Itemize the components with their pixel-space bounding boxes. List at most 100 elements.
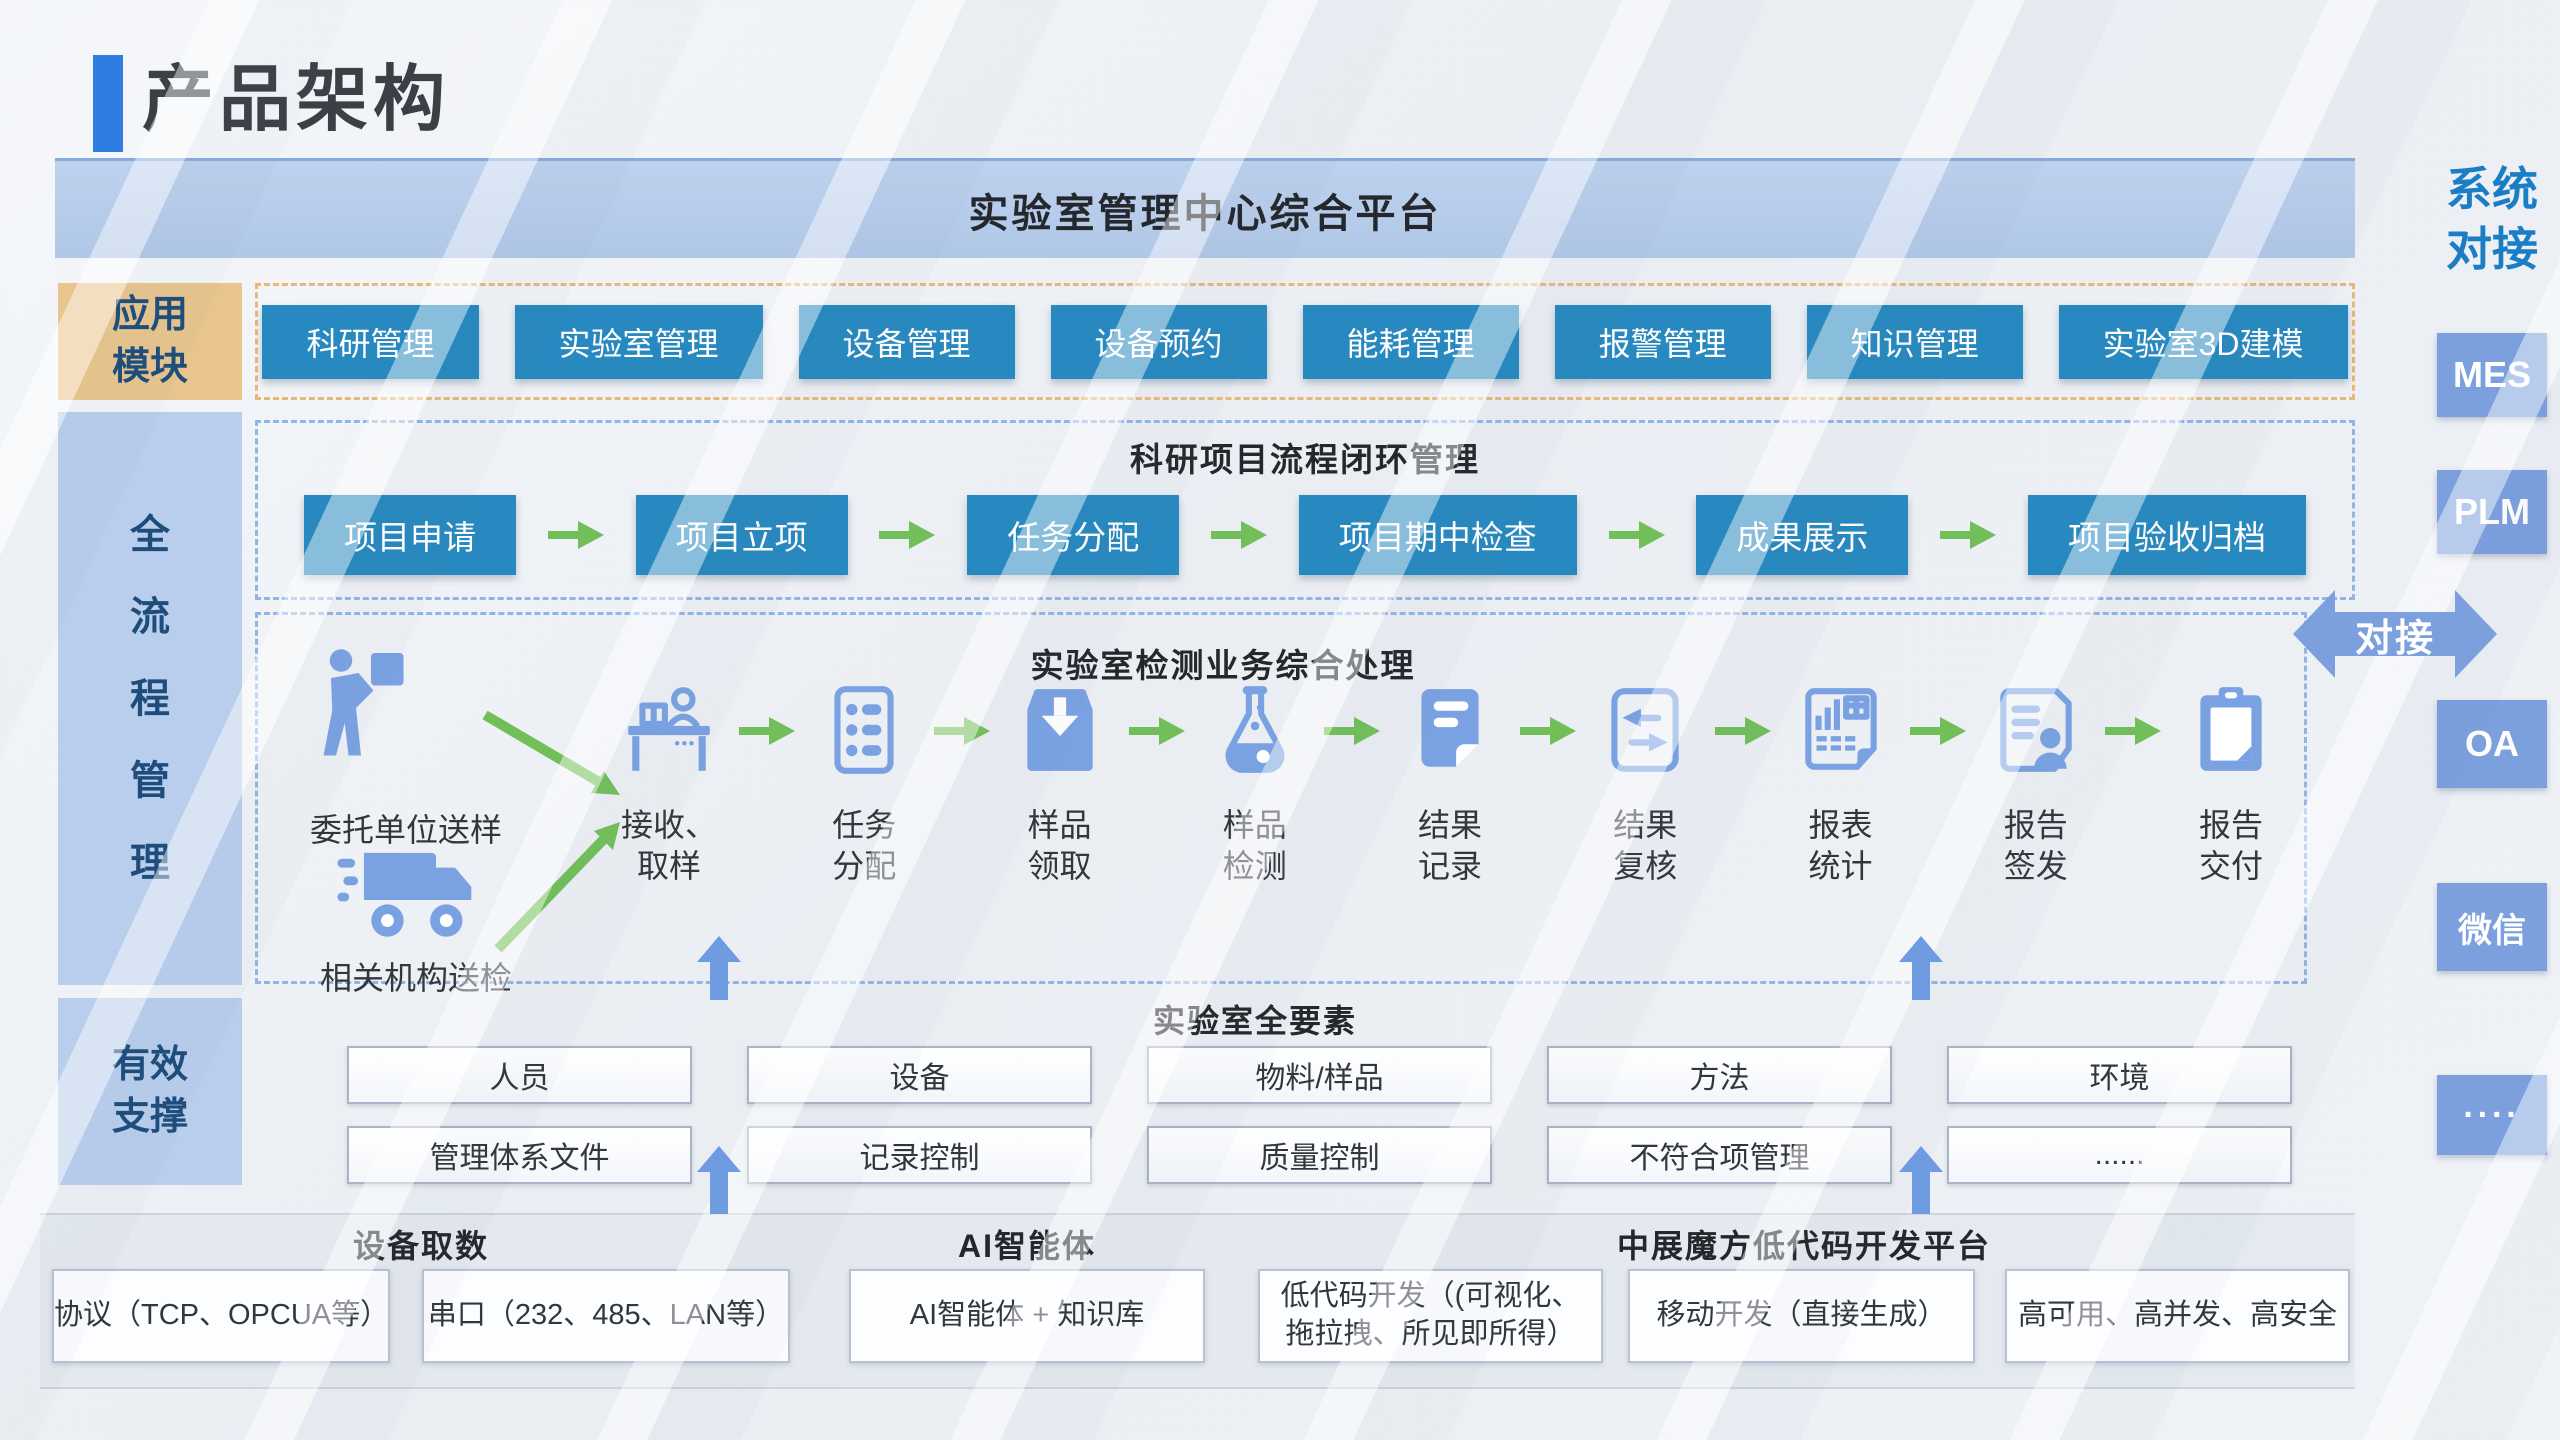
foundation-title-ai-agent: AI智能体	[957, 1228, 1096, 1264]
flow-arrow-icon	[2105, 717, 2162, 745]
detection-flow-panel: 实验室检测业务综合处理 委托单位送样 相关机构送检	[255, 612, 2307, 996]
flow-arrow-icon	[1210, 521, 1267, 549]
flow-step-results: 成果展示	[1696, 495, 1909, 575]
element-record-control: 记录控制	[747, 1126, 1092, 1184]
flow-step-apply: 项目申请	[304, 495, 516, 575]
app-modules-panel: 科研管理 实验室管理 设备管理 设备预约 能耗管理 报警管理 知识管理 实验室3…	[255, 283, 2355, 400]
up-arrow-icon	[1899, 936, 1943, 1000]
flow-arrow-icon	[933, 717, 990, 745]
system-wechat: 微信	[2437, 883, 2547, 971]
step-label: 样品 领取	[1027, 807, 1092, 884]
step-label: 报表 统计	[1808, 807, 1873, 884]
source-client-label: 委托单位送样	[309, 812, 502, 848]
foundation-band: 设备取数 AI智能体 中展魔方低代码开发平台 协议（TCP、OPCUA等） 串口…	[40, 1213, 2355, 1389]
flow-arrow-icon	[879, 521, 936, 549]
detection-step: 报告 交付	[2170, 681, 2292, 887]
element-quality-control: 质量控制	[1147, 1126, 1492, 1184]
detection-step: 结果 复核	[1584, 681, 1706, 887]
source-agency-label: 相关机构送检	[319, 960, 512, 996]
detection-step: 任务 分配	[803, 681, 925, 887]
integration-arrow-label: 对接	[2354, 617, 2435, 660]
flow-step-setup: 项目立项	[635, 495, 848, 575]
converging-arrows-icon	[482, 710, 620, 953]
detection-step: 样品 领取	[999, 681, 1121, 887]
lab-elements-grid: 人员 设备 物料/样品 方法 环境 管理体系文件 记录控制 质量控制 不符合项管…	[347, 1046, 2292, 1184]
element-environment: 环境	[1947, 1046, 2292, 1104]
research-flow-panel: 科研项目流程闭环管理 项目申请 项目立项 任务分配 项目期中检查 成果展示 项目…	[255, 420, 2355, 600]
app-module-booking: 设备预约	[1050, 304, 1267, 379]
foundation-box-ai-knowledge: AI智能体 + 知识库	[849, 1269, 1205, 1363]
app-module-research: 科研管理	[262, 304, 479, 379]
rail-app-modules: 应用 模块	[58, 283, 242, 400]
app-module-alarm: 报警管理	[1554, 304, 1771, 379]
flow-arrow-icon	[1608, 521, 1665, 549]
flask-icon	[1225, 686, 1285, 773]
foundation-title-lowcode: 中展魔方低代码开发平台	[1616, 1228, 1991, 1264]
system-oa: OA	[2437, 700, 2547, 788]
foundation-box-lowcode-dev: 低代码开发（(可视化、 拖拉拽、所见即所得）	[1258, 1269, 1603, 1363]
flow-arrow-icon	[1714, 717, 1771, 745]
result-record-icon	[1421, 689, 1479, 767]
research-flow-title: 科研项目流程闭环管理	[1130, 441, 1480, 478]
foundation-box-mobile-dev: 移动开发（直接生成）	[1628, 1269, 1975, 1363]
element-personnel: 人员	[347, 1046, 692, 1104]
report-statistics-icon	[1804, 688, 1877, 770]
element-methods: 方法	[1547, 1046, 1892, 1104]
rail-support: 有效 支撑	[58, 998, 242, 1185]
detection-step: 结果 记录	[1389, 681, 1511, 887]
system-mes: MES	[2437, 333, 2547, 417]
up-arrow-icon	[1899, 1146, 1943, 1214]
flow-step-assign: 任务分配	[967, 495, 1180, 575]
element-equipment: 设备	[747, 1046, 1092, 1104]
flow-arrow-icon	[1324, 717, 1381, 745]
sample-receive-icon	[1026, 689, 1093, 771]
result-review-icon	[1611, 688, 1679, 772]
report-sign-icon	[2000, 688, 2072, 772]
foundation-box-serial: 串口（232、485、LAN等）	[422, 1269, 790, 1363]
step-label: 结果 记录	[1417, 807, 1482, 884]
detection-step: 接收、 取样	[608, 681, 730, 887]
system-more: ····	[2437, 1075, 2547, 1155]
flow-arrow-icon	[1940, 521, 1997, 549]
title-accent-bar	[93, 55, 123, 152]
integration-arrow: 对接	[2293, 586, 2497, 682]
foundation-title-device-data: 设备取数	[352, 1228, 489, 1264]
system-integration-title: 系统 对接	[2446, 163, 2538, 275]
app-module-equipment: 设备管理	[798, 304, 1015, 379]
detection-flow-title: 实验室检测业务综合处理	[1030, 647, 1416, 684]
delivery-truck-icon	[337, 852, 472, 937]
element-more: ......	[1947, 1126, 2292, 1184]
step-label: 样品 检测	[1222, 807, 1287, 884]
foundation-box-high-availability: 高可用、高并发、高安全	[2005, 1269, 2350, 1363]
app-module-3d: 实验室3D建模	[2058, 304, 2348, 379]
page-title: 产品架构	[142, 60, 451, 140]
step-label: 报告 签发	[2003, 807, 2068, 884]
flow-arrow-icon	[1519, 717, 1576, 745]
research-flow-row: 项目申请 项目立项 任务分配 项目期中检查 成果展示 项目验收归档	[258, 481, 2352, 575]
platform-banner: 实验室管理中心综合平台	[55, 158, 2355, 258]
up-arrow-icon	[697, 1146, 741, 1214]
up-arrow-icon	[697, 936, 741, 1000]
flow-arrow-icon	[738, 717, 795, 745]
detection-step: 报告 签发	[1975, 681, 2097, 887]
step-label: 报告 交付	[2198, 807, 2263, 884]
report-deliver-icon	[2200, 687, 2262, 771]
flow-step-midcheck: 项目期中检查	[1298, 495, 1577, 575]
detection-step: 报表 统计	[1780, 681, 1902, 887]
step-label: 接收、 取样	[620, 807, 717, 884]
flow-step-archive: 项目验收归档	[2027, 495, 2306, 575]
app-module-energy: 能耗管理	[1302, 304, 1519, 379]
rail-full-process: 全 流 程 管 理	[58, 412, 242, 985]
detection-step: 样品 检测	[1194, 681, 1316, 887]
system-plm: PLM	[2437, 470, 2547, 554]
reception-desk-icon	[628, 687, 710, 771]
lab-elements-title: 实验室全要素	[1152, 1003, 1357, 1039]
app-module-knowledge: 知识管理	[1806, 304, 2023, 379]
task-list-icon	[834, 686, 894, 774]
detection-steps-row: 接收、 取样 任务 分配 样品 领取	[608, 681, 2292, 887]
app-module-lab: 实验室管理	[514, 304, 763, 379]
foundation-box-protocol: 协议（TCP、OPCUA等）	[52, 1269, 390, 1363]
step-label: 任务 分配	[832, 807, 897, 884]
flow-arrow-icon	[547, 521, 604, 549]
double-arrow-icon	[2293, 590, 2497, 678]
